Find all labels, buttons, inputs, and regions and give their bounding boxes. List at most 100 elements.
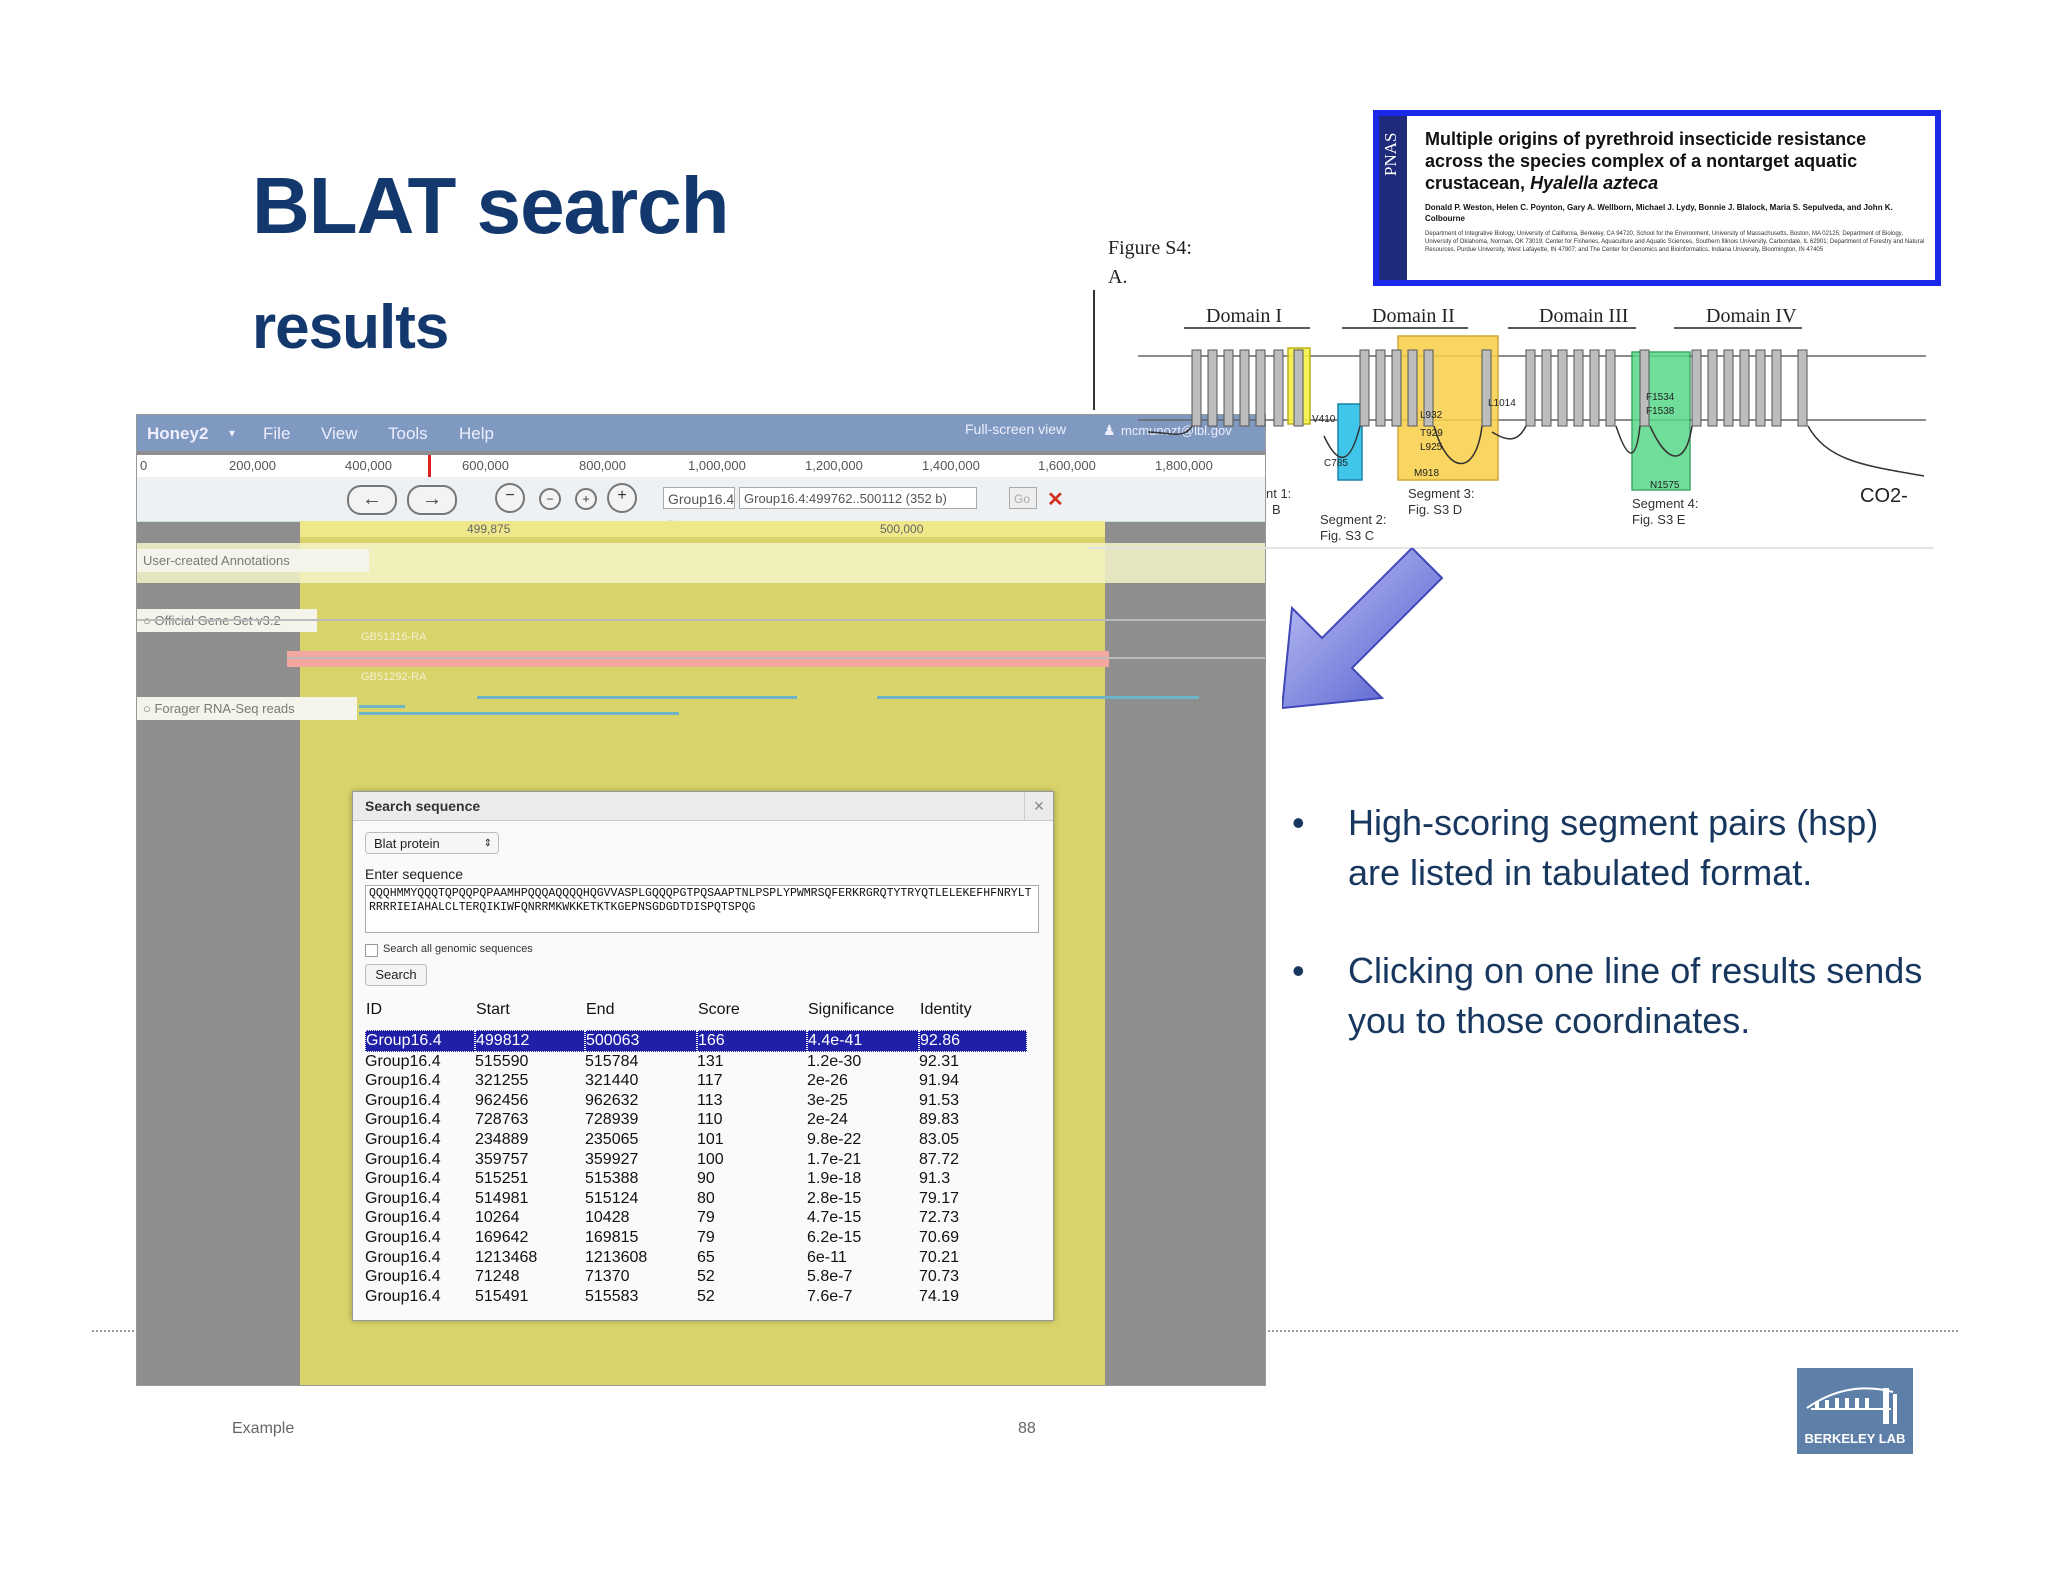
segment-sublabel: B xyxy=(1272,502,1281,517)
ruler-tick: 400,000 xyxy=(345,458,392,473)
full-screen-link[interactable]: Full-screen view xyxy=(965,421,1067,437)
search-all-checkbox[interactable] xyxy=(365,944,378,957)
go-button[interactable]: Go xyxy=(1009,487,1037,509)
journal-logo: PNAS xyxy=(1381,132,1400,176)
enter-sequence-label: Enter sequence xyxy=(365,866,464,882)
search-button[interactable]: Search xyxy=(365,964,427,986)
zoom-in-big-icon[interactable]: + xyxy=(607,483,637,513)
menu-tools[interactable]: Tools xyxy=(388,424,428,443)
table-cell: Group16.4 xyxy=(365,1170,441,1188)
table-cell: 2.8e-15 xyxy=(807,1189,862,1207)
table-cell: 2e-24 xyxy=(807,1111,848,1129)
segment-label: Segment 4: xyxy=(1632,496,1699,511)
sequence-input[interactable]: QQQHMMYQQQTQPQQPQPAAMHPQQQAQQQQHQGVVASPL… xyxy=(365,885,1039,933)
helix xyxy=(1423,349,1434,427)
location-input[interactable]: Group16.4:499762..500112 (352 b) xyxy=(739,487,977,509)
figure-label: Figure S4: xyxy=(1108,237,1192,259)
table-cell: Group16.4 xyxy=(365,1130,441,1148)
zoom-out-big-icon[interactable]: − xyxy=(495,483,525,513)
table-cell: 499812 xyxy=(475,1030,585,1052)
table-cell: 6e-11 xyxy=(807,1248,847,1266)
pan-left-button[interactable]: ← xyxy=(347,485,397,515)
table-cell: 101 xyxy=(697,1130,724,1148)
table-cell: 10264 xyxy=(475,1209,520,1227)
table-cell: Group16.4 xyxy=(365,1052,441,1070)
footer-divider-left xyxy=(92,1330,138,1332)
table-cell: 515590 xyxy=(475,1052,529,1070)
app-dropdown-icon[interactable]: ▾ xyxy=(229,426,236,440)
residue-label: L925 xyxy=(1420,442,1443,453)
current-position-marker[interactable] xyxy=(428,455,431,477)
search-type-select[interactable]: Blat protein⇕ xyxy=(365,832,499,854)
detail-ruler-tick: 499,875 xyxy=(467,522,511,536)
cell-text: 4.4e-41 xyxy=(807,1030,919,1052)
browser-menubar: Honey2 ▾ File View Tools Help Full-scree… xyxy=(137,415,1265,451)
table-cell: 234889 xyxy=(475,1130,529,1148)
rnaseq-read[interactable] xyxy=(477,696,797,699)
table-cell: 92.86 xyxy=(919,1030,1027,1052)
detail-ruler-tick: 500,000 xyxy=(880,522,924,536)
close-icon[interactable]: ✕ xyxy=(1047,489,1064,511)
table-cell: 962632 xyxy=(585,1091,639,1109)
helix xyxy=(1573,349,1584,427)
ruler-tick: 0 xyxy=(140,458,148,473)
ruler-tick: 1,200,000 xyxy=(805,458,863,473)
overview-ruler[interactable]: 0 200,000 400,000 600,000 800,000 1,000,… xyxy=(137,455,1265,477)
table-cell: 131 xyxy=(697,1052,724,1070)
bullet-text: High-scoring segment pairs (hsp) are lis… xyxy=(1348,802,1879,893)
menu-file[interactable]: File xyxy=(263,424,291,443)
table-cell: 70.21 xyxy=(919,1248,960,1266)
user-annotations-track[interactable]: User-created Annotations xyxy=(137,543,1265,583)
zoom-out-icon[interactable]: − xyxy=(539,488,561,510)
zoom-in-icon[interactable]: + xyxy=(575,488,597,510)
table-cell: 962456 xyxy=(475,1091,529,1109)
ruler-tick: 800,000 xyxy=(579,458,626,473)
table-cell: 3e-25 xyxy=(807,1091,848,1109)
menu-view[interactable]: View xyxy=(321,424,358,443)
table-cell: 91.53 xyxy=(919,1091,960,1109)
helix xyxy=(1191,349,1202,427)
table-row-selected[interactable]: Group16.4 499812 500063 166 4.4e-41 92.8… xyxy=(365,1030,1027,1052)
residue-label: F1534 xyxy=(1646,392,1675,403)
table-cell: 321255 xyxy=(475,1072,529,1090)
cell-text: 499812 xyxy=(475,1030,585,1052)
close-icon[interactable]: × xyxy=(1024,792,1053,820)
menu-help[interactable]: Help xyxy=(459,424,494,443)
track-label-rnaseq[interactable]: ○ Forager RNA-Seq reads xyxy=(137,697,357,720)
table-cell: 169642 xyxy=(475,1228,529,1246)
residue-label: N1575 xyxy=(1650,480,1680,491)
table-cell: 514981 xyxy=(475,1189,529,1207)
gene-feature-gb51316[interactable] xyxy=(287,651,1109,667)
pan-right-button[interactable]: → xyxy=(407,485,457,515)
table-cell: 92.31 xyxy=(919,1052,960,1070)
slide-title: BLAT search xyxy=(252,161,730,250)
track-toggle-icon[interactable]: ○ xyxy=(143,701,151,716)
domain-label: Domain III xyxy=(1539,305,1628,327)
genome-browser-screenshot: Honey2 ▾ File View Tools Help Full-scree… xyxy=(136,414,1266,1386)
app-name[interactable]: Honey2 xyxy=(147,424,209,443)
page-number: 88 xyxy=(1018,1420,1036,1437)
rnaseq-read[interactable] xyxy=(359,712,679,715)
reference-select-value: Group16.4 xyxy=(668,491,735,507)
user-email[interactable]: mcmunozt@lbl.gov xyxy=(1121,423,1232,438)
residue-label: T929 xyxy=(1420,428,1443,439)
table-cell: Group16.4 xyxy=(365,1189,441,1207)
rnaseq-read[interactable] xyxy=(877,696,1199,699)
rnaseq-read[interactable] xyxy=(359,705,405,708)
lab-building-icon xyxy=(1806,1387,1897,1424)
column-header-start: Start xyxy=(476,1001,510,1018)
reference-select[interactable]: Group16.4 ▾ xyxy=(663,487,735,529)
